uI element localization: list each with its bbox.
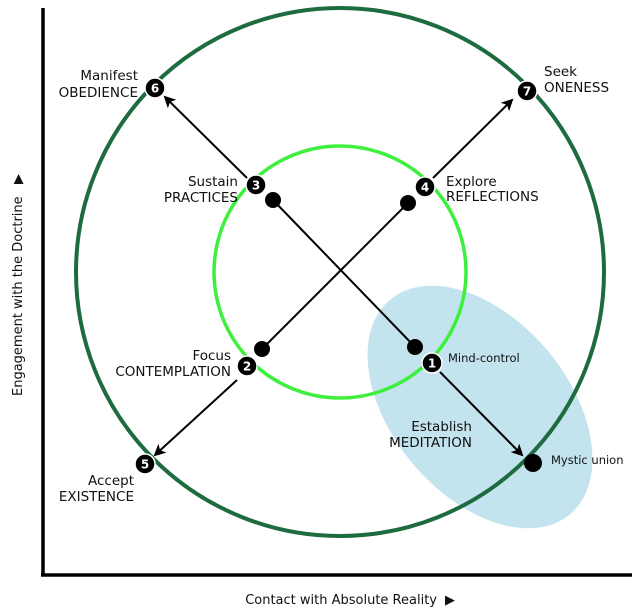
arrow-4-to-7 [432,98,514,179]
meditation-label-verb: Establish [411,419,472,435]
x-axis-label: Contact with Absolute Reality [245,593,437,608]
node-1: 1 [421,352,443,374]
svg-text:2: 2 [243,360,251,374]
diagonal-line-3-to-1 [272,199,416,348]
svg-text:5: 5 [141,458,149,472]
meditation-zone-ellipse [367,285,593,529]
svg-text:7: 7 [523,85,531,99]
inner-circle [212,144,468,400]
inner-dot-d [407,339,423,355]
arrow-1-to-mystic [439,371,524,457]
node-4-label-verb: Explore [446,174,497,190]
node-7: 7 [516,80,538,102]
mystic-union-label: Mystic union [551,453,624,467]
node-4-label-noun: REFLECTIONS [446,189,539,205]
svg-text:3: 3 [252,179,260,193]
node-7-label-verb: Seek [544,64,577,80]
node-7-label-noun: ONENESS [544,80,609,96]
svg-text:1: 1 [428,357,436,371]
inner-dot-a [265,192,281,208]
inner-dot-c [254,341,270,357]
diagonal-line-2-to-4 [261,202,409,350]
inner-dot-b [400,195,416,211]
node-2-label-verb: Focus [192,348,231,364]
outer-circle [74,6,606,538]
svg-text:6: 6 [151,82,159,96]
node-6-label-verb: Manifest [80,68,138,84]
node-2-label-noun: CONTEMPLATION [115,364,231,380]
y-axis-label: Engagement with the Doctrine [11,196,26,396]
node-1-label: Mind-control [448,351,520,365]
node-6-label-noun: OBEDIENCE [59,85,138,101]
node-5-label-verb: Accept [88,473,134,489]
svg-text:4: 4 [421,181,429,195]
node-5-label-noun: EXISTENCE [59,489,134,505]
x-axis-arrow-icon: ▶ [445,593,455,608]
arrow-3-to-6 [163,95,248,179]
arrow-2-to-5 [153,379,238,457]
node-3-label-noun: PRACTICES [164,190,238,206]
node-4: 4 [414,176,436,198]
node-2: 2 [236,355,258,377]
y-axis-arrow-icon: ▶ [11,174,26,184]
meditation-label-noun: MEDITATION [389,435,472,451]
node-3: 3 [245,174,267,196]
node-6: 6 [144,77,166,99]
node-3-label-verb: Sustain [188,174,238,190]
mystic-union-dot [524,454,542,472]
node-5: 5 [134,453,156,475]
